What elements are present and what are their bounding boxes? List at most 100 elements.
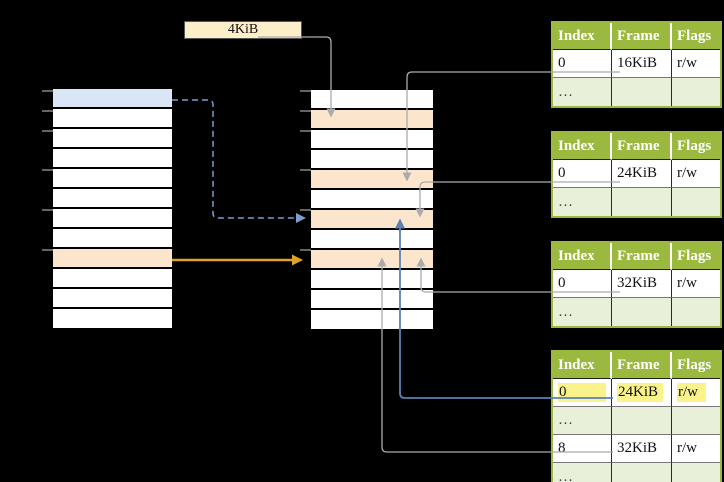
cell-value: r/w <box>677 165 697 181</box>
table-cell: r/w <box>672 379 720 407</box>
cell-value: r/w <box>677 440 697 456</box>
cell-value: 8 <box>558 440 566 456</box>
cell-value: … <box>558 83 573 100</box>
cell-value: 32KiB <box>617 275 658 291</box>
table-cell <box>612 463 672 482</box>
table-cell: r/w <box>672 435 720 463</box>
cell-value: 0 <box>558 275 566 291</box>
memory-cell <box>53 89 172 109</box>
cell-value: … <box>558 193 573 210</box>
virtual-memory-column <box>53 89 172 329</box>
table-row: 0 24KiB r/w <box>553 379 720 407</box>
table-cell: … <box>553 188 612 216</box>
column-header: Frame <box>612 352 672 379</box>
cell-value: r/w <box>677 383 706 402</box>
memory-cell <box>53 149 172 169</box>
table-cell: 16KiB <box>612 50 672 78</box>
column-header: Index <box>553 133 612 160</box>
table-row: … <box>553 78 720 106</box>
memory-cell <box>311 150 433 170</box>
memory-cell <box>311 230 433 250</box>
cell-value: 0 <box>558 55 566 71</box>
arrow-virtual-to-physical-dashed <box>172 99 306 223</box>
cell-value: 0 <box>558 383 606 402</box>
cell-value: 24KiB <box>617 165 658 181</box>
column-header: Flags <box>672 133 720 160</box>
cell-value: … <box>558 303 573 320</box>
table-cell: 0 <box>553 160 612 188</box>
memory-cell <box>311 290 433 310</box>
column-header: Flags <box>672 352 720 379</box>
memory-cell <box>53 269 172 289</box>
memory-cell <box>53 249 172 269</box>
table-cell <box>612 78 672 106</box>
cell-value: … <box>558 468 573 482</box>
table-cell <box>612 407 672 435</box>
table-row: … <box>553 407 720 435</box>
memory-cell <box>53 169 172 189</box>
memory-cell <box>53 309 172 329</box>
table-cell: 32KiB <box>612 435 672 463</box>
page-size-box: 4KiB <box>184 21 302 39</box>
memory-cell <box>311 90 433 110</box>
memory-cell <box>53 289 172 309</box>
table-row: … <box>553 298 720 326</box>
column-header: Frame <box>612 133 672 160</box>
physical-memory-column <box>311 90 433 330</box>
memory-cell <box>311 110 433 130</box>
memory-cell <box>53 209 172 229</box>
cell-value: 16KiB <box>617 55 658 71</box>
memory-cell <box>311 250 433 270</box>
cell-value: 24KiB <box>617 383 663 402</box>
table-cell <box>672 298 720 326</box>
table-cell: r/w <box>672 50 720 78</box>
table-cell: 24KiB <box>612 379 672 407</box>
table-row: 0 16KiB r/w <box>553 50 720 78</box>
middle-column-ticks <box>300 90 311 251</box>
table-row: … <box>553 188 720 216</box>
column-header: Flags <box>672 243 720 270</box>
cell-value: … <box>558 412 573 428</box>
table-cell: … <box>553 407 612 435</box>
memory-cell <box>311 130 433 150</box>
memory-cell <box>53 129 172 149</box>
memory-cell <box>311 190 433 210</box>
table-row: … <box>553 463 720 482</box>
memory-cell <box>311 170 433 190</box>
table-cell <box>672 78 720 106</box>
column-header: Frame <box>612 243 672 270</box>
table-cell <box>672 188 720 216</box>
memory-cell <box>53 109 172 129</box>
table-row: 8 32KiB r/w <box>553 435 720 463</box>
table-cell: 24KiB <box>612 160 672 188</box>
column-header: Index <box>553 352 612 379</box>
column-header: Index <box>553 23 612 50</box>
table-cell <box>612 188 672 216</box>
column-header: Frame <box>612 23 672 50</box>
table-cell: 0 <box>553 270 612 298</box>
table-cell: r/w <box>672 160 720 188</box>
table-cell: 8 <box>553 435 612 463</box>
table-cell: 0 <box>553 379 612 407</box>
table-cell: … <box>553 298 612 326</box>
memory-cell <box>53 229 172 249</box>
memory-cell <box>53 189 172 209</box>
cell-value: 32KiB <box>617 440 658 456</box>
column-header: Flags <box>672 23 720 50</box>
table-row: 0 24KiB r/w <box>553 160 720 188</box>
page-size-label: 4KiB <box>227 22 259 37</box>
cell-value: 0 <box>558 165 566 181</box>
memory-cell <box>311 270 433 290</box>
table-cell: … <box>553 463 612 482</box>
left-column-ticks <box>42 90 53 251</box>
